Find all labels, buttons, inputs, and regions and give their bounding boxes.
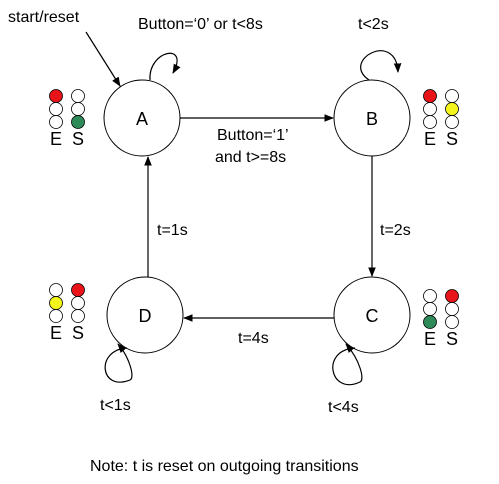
transition-a-to-b-label-line1: Button=‘1’: [217, 127, 289, 144]
light-c-s-3: [445, 315, 459, 329]
light-d-s-1: [71, 283, 85, 297]
state-d: D t<1s: [100, 276, 184, 414]
transition-c-to-d-label: t=4s: [238, 330, 269, 347]
light-a-s-1: [71, 89, 85, 103]
light-b-e-3: [423, 115, 437, 129]
light-label-b-s: S: [446, 129, 458, 149]
light-label-d-s: S: [72, 323, 84, 343]
start-arrow: [85, 31, 121, 87]
state-b-self-loop-label: t<2s: [358, 16, 389, 33]
state-d-self-loop-label: t<1s: [100, 397, 131, 414]
light-c-e-1: [423, 289, 437, 303]
transition-d-to-a-label: t=1s: [157, 222, 188, 239]
state-c-self-loop: [332, 343, 363, 386]
state-d-circle: [106, 276, 184, 354]
light-label-a-s: S: [72, 129, 84, 149]
light-b-e-2: [423, 102, 437, 116]
light-b-e-1: [423, 89, 437, 103]
light-b-s-3: [445, 115, 459, 129]
light-a-e-1: [49, 89, 63, 103]
light-d-s-3: [71, 309, 85, 323]
state-a-label: A: [136, 109, 148, 129]
state-a: A Button=‘0’ or t<8s: [103, 16, 263, 157]
start-label: start/reset: [8, 9, 80, 26]
state-b-self-loop: [360, 50, 402, 81]
light-a-s-3: [71, 115, 85, 129]
light-label-c-s: S: [446, 329, 458, 349]
transition-a-to-b-label-line2: and t>=8s: [215, 149, 286, 166]
state-d-label: D: [139, 306, 152, 326]
light-c-s-2: [445, 302, 459, 316]
state-a-self-loop: [149, 52, 181, 81]
light-d-e-1: [49, 283, 63, 297]
transition-b-to-c-label: t=2s: [380, 222, 411, 239]
state-d-self-loop: [104, 343, 133, 383]
state-c-circle: [333, 276, 411, 354]
state-c-self-loop-label: t<4s: [328, 399, 359, 416]
state-c: C t<4s: [328, 276, 411, 416]
state-a-self-loop-label: Button=‘0’ or t<8s: [138, 16, 263, 33]
light-b-s-1: [445, 89, 459, 103]
light-c-e-2: [423, 302, 437, 316]
light-a-e-2: [49, 102, 63, 116]
light-label-a-e: E: [50, 129, 62, 149]
state-c-label: C: [366, 306, 379, 326]
light-d-s-2: [71, 296, 85, 310]
light-label-c-e: E: [424, 329, 436, 349]
light-d-e-3: [49, 309, 63, 323]
light-label-d-e: E: [50, 323, 62, 343]
light-b-s-2: [445, 102, 459, 116]
light-d-e-2: [49, 296, 63, 310]
light-a-s-2: [71, 102, 85, 116]
light-a-e-3: [49, 115, 63, 129]
light-c-s-1: [445, 289, 459, 303]
state-b: B t<2s: [333, 16, 411, 157]
state-b-label: B: [366, 109, 378, 129]
light-label-b-e: E: [424, 129, 436, 149]
light-c-e-3: [423, 315, 437, 329]
footnote: Note: t is reset on outgoing transitions: [90, 458, 359, 475]
